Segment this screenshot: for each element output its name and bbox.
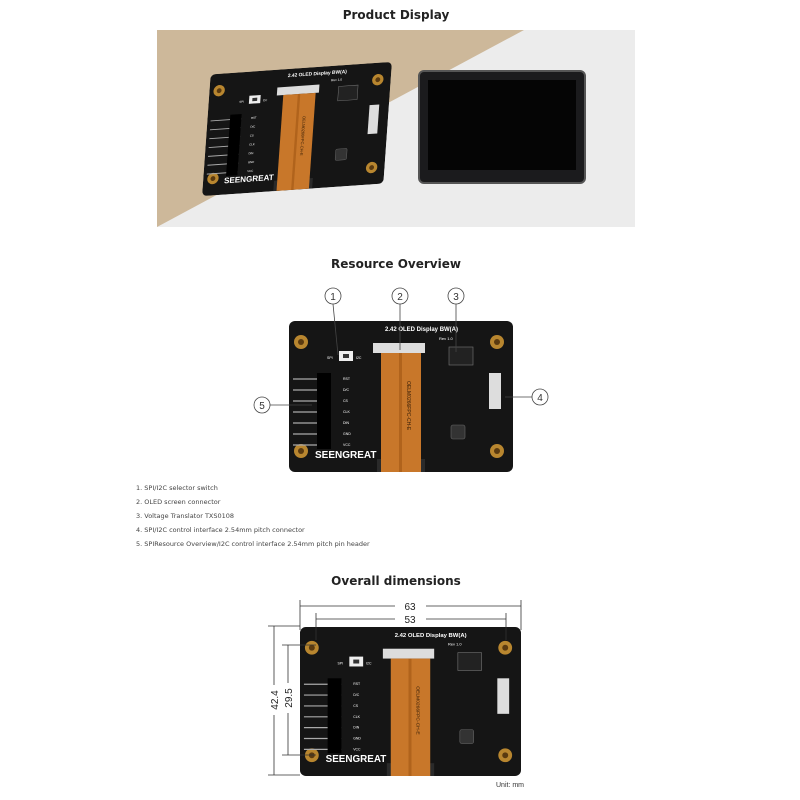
flex-cable-label: OELM0266FPC-CH-E — [414, 686, 420, 735]
list-item: 3. Voltage Translator TXS0108 — [136, 512, 235, 520]
list-item: 5. SPIResource Overview/I2C control inte… — [136, 540, 370, 548]
pin-label: CLK — [249, 142, 255, 146]
brand-logo: SEENGREAT — [224, 173, 274, 185]
heading-overall-dimensions: Overall dimensions — [331, 574, 461, 588]
unit-label: Unit: mm — [496, 782, 524, 789]
board-rev: Rev 1.0 — [439, 336, 454, 341]
pin-label: RST — [353, 682, 361, 686]
pcb-board: 2.42 OLED Display BW(A) Rev 1.0 OELM0266… — [202, 62, 392, 196]
callout-3: 3 — [453, 292, 459, 303]
switch-label-spi: SPI — [239, 100, 244, 104]
oled-screen-photo — [418, 70, 586, 184]
mounting-hole-icon — [304, 640, 513, 763]
brand-logo: SEENGREAT — [326, 754, 387, 765]
pin-label: CLK — [343, 410, 350, 414]
pin-label: RST — [251, 116, 257, 120]
pin-label: CS — [353, 704, 358, 708]
pin-label: D/C — [353, 693, 359, 697]
switch-label-i2c: I2C — [356, 356, 362, 360]
pin-label: VCC — [353, 747, 361, 751]
right-connector — [367, 104, 380, 135]
list-item: 4. SPI/I2C control interface 2.54mm pitc… — [136, 526, 305, 534]
mounting-hole-icon — [207, 74, 384, 185]
pin-label: VCC — [247, 169, 253, 173]
dim-hole-spacing-x: 53 — [404, 615, 416, 626]
callout-5: 5 — [259, 401, 265, 412]
pin-label: CLK — [353, 715, 360, 719]
board-rev: Rev 1.0 — [331, 78, 343, 83]
pin-label: DIN — [353, 726, 359, 730]
board-title: 2.42 OLED Display BW(A) — [288, 69, 348, 79]
brand-logo: SEENGREAT — [315, 450, 377, 461]
right-connector — [489, 373, 501, 409]
flex-cable-label: OELM0266FPC-CH-E — [299, 116, 307, 156]
switch-label-i2c: I2C — [366, 661, 372, 665]
callout-4: 4 — [537, 393, 543, 404]
callout-1: 1 — [330, 292, 336, 303]
board-resource-image: 2.42 OLED Display BW(A) Rev 1.0 OELM0266… — [289, 321, 513, 472]
heading-resource-overview: Resource Overview — [331, 257, 461, 271]
callouts: 1 2 3 4 5 — [253, 287, 549, 414]
pin-label: RST — [343, 377, 351, 381]
pin-label: DIN — [343, 421, 350, 425]
pcb-board: 2.42 OLED Display BW(A) Rev 1.0 OELM0266… — [289, 321, 513, 472]
level-shifter-chip — [337, 84, 359, 102]
right-connector — [497, 678, 510, 714]
pin-label: VCC — [343, 443, 351, 447]
resource-list: 1. SPI/I2C selector switch 2. OLED scree… — [136, 481, 370, 551]
pin-label: D/C — [250, 124, 255, 128]
product-photo: 2.42 OLED Display BW(A) Rev 1.0 OELM0266… — [157, 30, 635, 227]
level-shifter-chip — [457, 652, 482, 671]
switch-label-i2c: I2C — [263, 98, 268, 102]
mounting-hole-icon — [294, 335, 504, 458]
dim-width-total: 63 — [404, 602, 416, 613]
pcb-board: 2.42 OLED Display BW(A) Rev 1.0 OELM0266… — [300, 627, 521, 776]
list-item: 1. SPI/I2C selector switch — [136, 484, 218, 492]
board-title: 2.42 OLED Display BW(A) — [395, 633, 467, 639]
pin-header — [317, 373, 331, 449]
dim-height-total: 42.4 — [270, 690, 281, 710]
pin-header — [327, 678, 342, 754]
pin-label: D/C — [343, 388, 350, 392]
pin-label: GND — [353, 736, 361, 740]
pin-label: DIN — [248, 151, 253, 155]
board-photo: 2.42 OLED Display BW(A) Rev 1.0 OELM0266… — [202, 62, 392, 196]
switch-label-spi: SPI — [327, 356, 333, 360]
level-shifter-chip — [448, 346, 474, 366]
list-item: 2. OLED screen connector — [136, 498, 221, 506]
callout-2: 2 — [397, 292, 403, 303]
pin-label: CS — [250, 133, 254, 137]
pin-header — [226, 113, 242, 177]
dimension-lines: 63 53 42.4 29.5 Unit: mm — [268, 600, 524, 789]
pin-label: GND — [248, 160, 255, 164]
heading-product-display: Product Display — [342, 8, 450, 22]
switch-label-spi: SPI — [337, 661, 343, 665]
pin-label: CS — [343, 399, 349, 403]
flex-cable-label: OELM0266FPC-CH-E — [405, 381, 411, 431]
board-rev: Rev 1.0 — [448, 642, 462, 647]
board-title: 2.42 OLED Display BW(A) — [385, 327, 458, 333]
pin-label: GND — [343, 432, 351, 436]
board-dimension-image: 2.42 OLED Display BW(A) Rev 1.0 OELM0266… — [300, 627, 521, 776]
dim-hole-spacing-y: 29.5 — [284, 688, 295, 708]
